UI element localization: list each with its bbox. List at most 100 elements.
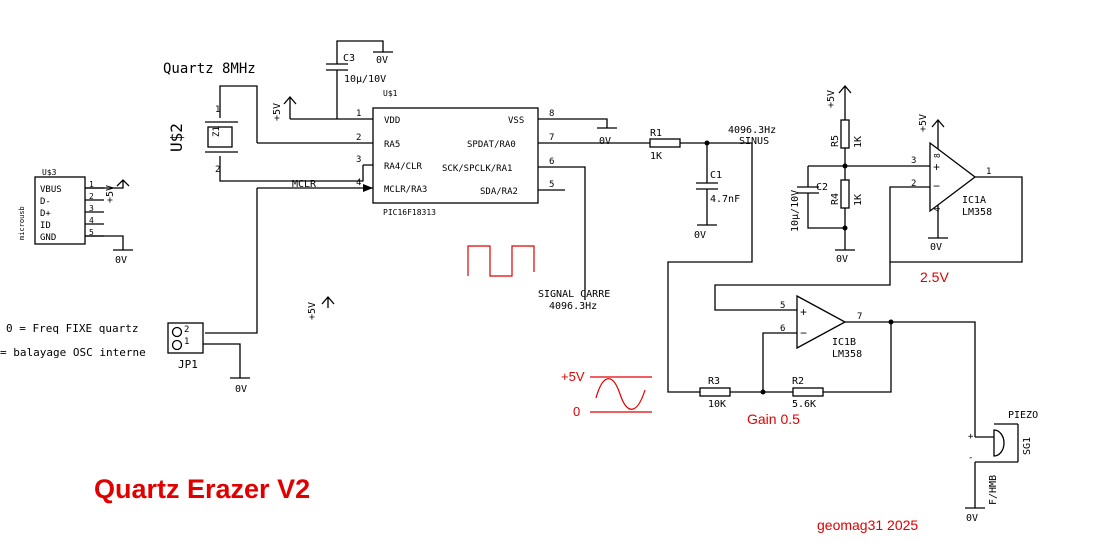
jp1-ref: JP1 xyxy=(178,358,198,371)
mclr-net: MCLR xyxy=(205,179,373,334)
usb-pin-name: D+ xyxy=(40,209,51,219)
mcu-pin5-name: SDA/RA2 xyxy=(480,187,518,197)
usb-pin-num: 2 xyxy=(89,192,94,201)
mcu-pic16f18313: U$1 PIC16F18313 VDD RA5 RA4/CLR MCLR/RA3… xyxy=(257,89,650,300)
c1-gnd-label: 0V xyxy=(694,230,706,241)
piezo-gnd-label: 0V xyxy=(966,513,978,524)
jumper-jp1[interactable]: 2 1 JP1 0V 0 = Freq FIXE quartz = balaya… xyxy=(0,322,250,395)
resistor-r3: R3 10K xyxy=(699,376,793,410)
ic1a-pin-out: 1 xyxy=(986,167,991,177)
ic1b-pin-out: 7 xyxy=(857,312,862,322)
piezo-part: F/HMB xyxy=(988,475,999,505)
capacitor-c3: C3 10µ/10V 0V xyxy=(326,40,393,119)
jp1-pin2: 2 xyxy=(184,325,189,335)
ic1a-pin-minus: 2 xyxy=(911,179,916,189)
mcu-pin8-num: 8 xyxy=(549,109,554,119)
mcu-vcc-label: +5V xyxy=(272,103,283,121)
usb-pin-num: 5 xyxy=(89,228,94,237)
jp1-option0: 0 = Freq FIXE quartz xyxy=(6,322,138,335)
ic1a-pin-v: 8 xyxy=(933,153,942,158)
usb-pin-name: VBUS xyxy=(40,185,62,195)
mcu-pin4-name: MCLR/RA3 xyxy=(384,185,427,195)
sine-low-label: 0 xyxy=(573,404,580,419)
divider-gnd-label: 0V xyxy=(836,254,848,265)
ic1b-part: LM358 xyxy=(832,349,862,360)
usb-pin-name: GND xyxy=(40,233,56,243)
ic1a-ref: IC1A xyxy=(962,195,986,206)
ic1b-pin-plus: 5 xyxy=(780,301,785,311)
vref-annotation: 2.5V xyxy=(920,269,949,285)
voltage-divider: +5V R5 1K R4 1K C2 10µ/10V 0V xyxy=(790,85,905,265)
mcu-pin3-name: RA4/CLR xyxy=(384,162,423,172)
r5-ref: R5 xyxy=(830,135,841,147)
quartz-pin1: 1 xyxy=(215,105,220,115)
c1-value: 4.7nF xyxy=(710,194,740,205)
mcu-ref: U$1 xyxy=(383,89,398,98)
mcu-pin1-num: 1 xyxy=(356,109,361,119)
usb-vcc-label: +5V xyxy=(105,185,116,203)
r4-value: 1K xyxy=(853,194,864,206)
quartz-crystal: Quartz 8MHz U$2 1 2 Z1 xyxy=(163,61,364,182)
ic1a-vcc-label: +5V xyxy=(918,114,929,132)
vcc-symbol-mcu: +5V xyxy=(272,96,337,121)
svg-text:−: − xyxy=(933,179,940,193)
ic1b-ref: IC1B xyxy=(832,337,856,348)
mcu-pin6-name: SCK/SPCLK/RA1 xyxy=(442,164,512,174)
r3-ref: R3 xyxy=(708,376,720,387)
svg-text:+: + xyxy=(800,305,807,319)
sine-freq: 4096.3Hz xyxy=(728,125,776,136)
capacitor-c1: C1 4.7nF 0V xyxy=(694,143,740,241)
jp1-pin1: 1 xyxy=(184,337,189,347)
usb-pin-row: D- 2 xyxy=(40,192,104,207)
svg-text:+: + xyxy=(933,160,940,174)
mcu-pin8-name: VSS xyxy=(508,116,524,126)
piezo-minus: - xyxy=(968,453,973,463)
c3-value: 10µ/10V xyxy=(344,74,386,85)
mcu-pin1-name: VDD xyxy=(384,116,400,126)
usb-gnd-label: 0V xyxy=(115,255,127,266)
quartz-ref: U$2 xyxy=(167,123,186,152)
c2-ref: C2 xyxy=(816,182,828,193)
usb-pin-name: D- xyxy=(40,197,51,207)
c3-gnd-label: 0V xyxy=(376,55,388,66)
mcu-pin5-num: 5 xyxy=(549,180,554,190)
vcc-symbol-mid: +5V xyxy=(307,296,335,320)
r4-ref: R4 xyxy=(830,193,841,205)
mcu-pin4-num: 4 xyxy=(356,178,361,188)
usb-pin-row: D+3 xyxy=(40,204,104,219)
ic1a-pin-plus: 3 xyxy=(911,156,916,166)
r1-ref: R1 xyxy=(650,128,662,139)
ic1a-part: LM358 xyxy=(962,207,992,218)
r5-value: 1K xyxy=(853,136,864,148)
usb-ref: U$3 xyxy=(42,168,57,177)
usb-type: microusb xyxy=(18,206,26,240)
mcu-pin7-name: SPDAT/RA0 xyxy=(467,140,516,150)
sine-wave-annotation: +5V 0 xyxy=(561,369,652,419)
c1-ref: C1 xyxy=(710,170,722,181)
jp1-option1: = balayage OSC interne xyxy=(0,346,146,359)
mcu-gnd-label: 0V xyxy=(599,136,611,147)
usb-pin-num: 4 xyxy=(89,216,94,225)
usb-pin-name: ID xyxy=(40,221,51,231)
svg-text:−: − xyxy=(800,326,807,340)
square-freq: 4096.3Hz xyxy=(549,301,597,312)
quartz-body-label: Z1 xyxy=(212,126,222,137)
mcu-part: PIC16F18313 xyxy=(383,208,436,217)
piezo-plus: + xyxy=(968,432,974,442)
sine-label: SINUS xyxy=(739,136,769,147)
opamp-ic1b: + − 5 6 7 IC1B LM358 xyxy=(714,262,976,437)
gain-annotation: Gain 0.5 xyxy=(747,411,800,427)
r2-ref: R2 xyxy=(792,376,804,387)
quartz-label: Quartz 8MHz xyxy=(163,61,256,77)
jp1-gnd-label: 0V xyxy=(235,384,247,395)
author-credit: geomag31 2025 xyxy=(817,517,918,533)
c2-value: 10µ/10V xyxy=(790,190,801,232)
opamp-ic1a: + − +5V 0V 3 2 1 8 4 IC1A LM358 xyxy=(889,114,1023,263)
r2-value: 5.6K xyxy=(792,399,816,410)
piezo-ref: SG1 xyxy=(1022,437,1033,455)
mid-vcc-label: +5V xyxy=(307,302,318,320)
r1-value: 1K xyxy=(650,151,662,162)
sine-high-label: +5V xyxy=(561,369,585,384)
ic1a-gnd-label: 0V xyxy=(930,242,942,253)
